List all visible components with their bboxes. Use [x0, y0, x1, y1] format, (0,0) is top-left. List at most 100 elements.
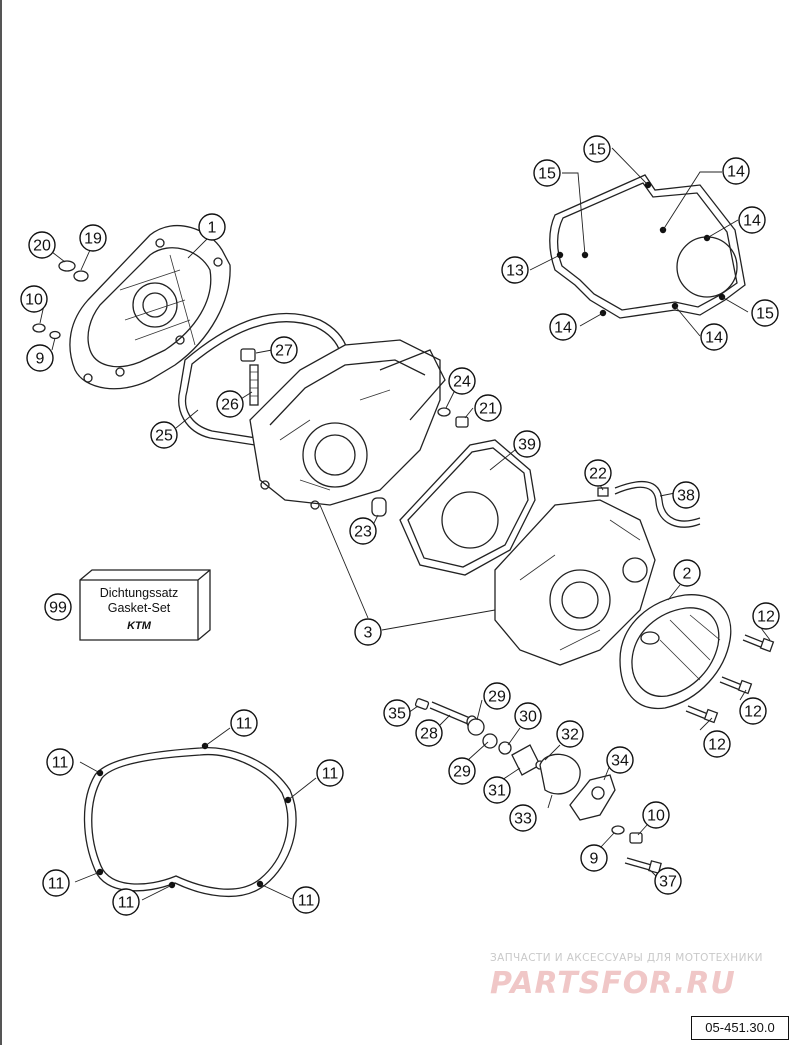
part-clutch-cover	[69, 224, 231, 390]
callout-number: 15	[588, 142, 606, 159]
callout-number: 14	[727, 164, 745, 181]
callout-circle	[354, 618, 382, 646]
callout-circle	[722, 157, 750, 185]
callout-circle	[448, 757, 476, 785]
callout-circle	[150, 421, 178, 449]
callout-33: 33	[509, 804, 537, 832]
callout-10: 10	[642, 801, 670, 829]
callout-14: 14	[549, 313, 577, 341]
callout-circle	[26, 344, 54, 372]
callout-22: 22	[584, 459, 612, 487]
callout-circle	[316, 759, 344, 787]
callout-24: 24	[448, 367, 476, 395]
gasket-set-box: Dichtungssatz Gasket-Set KTM	[79, 569, 211, 641]
callout-15: 15	[533, 159, 561, 187]
callout-circle	[270, 336, 298, 364]
callout-number: 15	[756, 306, 774, 323]
callout-number: 19	[84, 231, 102, 248]
callout-circle	[349, 517, 377, 545]
part-stud-and-nut	[240, 348, 259, 406]
part-breather-hose	[597, 480, 701, 528]
callout-20: 20	[28, 231, 56, 259]
callout-number: 15	[538, 166, 556, 183]
callout-circle	[20, 285, 48, 313]
drawing-code: 05-451.30.0	[691, 1016, 789, 1040]
callout-29: 29	[483, 682, 511, 710]
callout-number: 2	[683, 566, 692, 583]
callout-11: 11	[46, 748, 74, 776]
callout-number: 30	[519, 709, 537, 726]
callout-21: 21	[474, 394, 502, 422]
callout-circle	[752, 602, 780, 630]
callout-circle	[230, 709, 258, 737]
callout-11: 11	[292, 886, 320, 914]
callout-circle	[606, 746, 634, 774]
callout-number: 38	[677, 488, 695, 505]
watermark-tagline: ЗАПЧАСТИ И АКСЕССУАРЫ ДЛЯ МОТОТЕХНИКИ	[490, 952, 763, 964]
callout-12: 12	[752, 602, 780, 630]
callout-29: 29	[448, 757, 476, 785]
watermark-brand: PARTSFOR.RU	[490, 966, 736, 1001]
callout-circle	[216, 390, 244, 418]
callout-circle	[42, 869, 70, 897]
callout-number: 14	[743, 213, 761, 230]
callout-number: 9	[590, 851, 599, 868]
callout-circle	[583, 135, 611, 163]
callout-11: 11	[42, 869, 70, 897]
part-dowel	[371, 497, 387, 517]
callout-13: 13	[501, 256, 529, 284]
callout-circle	[549, 313, 577, 341]
callout-number: 28	[420, 726, 438, 743]
callout-3: 3	[354, 618, 382, 646]
callout-number: 9	[36, 351, 45, 368]
callout-11: 11	[112, 888, 140, 916]
callout-circle	[44, 593, 72, 621]
part-outer-gasket	[83, 742, 297, 897]
callout-number: 29	[488, 689, 506, 706]
callout-11: 11	[230, 709, 258, 737]
callout-number: 11	[298, 893, 315, 910]
callout-circle	[514, 702, 542, 730]
callout-number: 33	[514, 811, 532, 828]
part-crankcase-left	[249, 339, 446, 510]
callout-circle	[383, 699, 411, 727]
callout-circle	[751, 299, 779, 327]
callout-circle	[501, 256, 529, 284]
callout-number: 27	[275, 343, 293, 360]
callout-circle	[580, 844, 608, 872]
callout-1: 1	[198, 213, 226, 241]
callout-31: 31	[483, 776, 511, 804]
part-plug-and-washer	[32, 260, 89, 340]
callout-circle	[112, 888, 140, 916]
callout-99: 99	[44, 593, 72, 621]
callout-14: 14	[700, 323, 728, 351]
callout-circle	[533, 159, 561, 187]
callout-15: 15	[583, 135, 611, 163]
callout-39: 39	[513, 430, 541, 458]
callout-circle	[415, 719, 443, 747]
callout-circle	[292, 886, 320, 914]
callout-14: 14	[738, 206, 766, 234]
callout-number: 11	[322, 766, 339, 783]
callout-number: 11	[52, 755, 69, 772]
part-crankcase-gasket	[399, 439, 536, 576]
callout-number: 3	[364, 625, 373, 642]
callout-circle	[672, 481, 700, 509]
callout-circle	[198, 213, 226, 241]
callout-number: 35	[388, 706, 406, 723]
callout-12: 12	[703, 730, 731, 758]
callout-circle	[509, 804, 537, 832]
callout-37: 37	[654, 867, 682, 895]
callout-circle	[483, 682, 511, 710]
callout-32: 32	[556, 720, 584, 748]
callout-11: 11	[316, 759, 344, 787]
gasket-box-line1: Dichtungssatz	[100, 586, 179, 600]
callout-number: 21	[479, 401, 497, 418]
callout-circle	[739, 697, 767, 725]
part-washer-and-bolt	[437, 407, 469, 428]
callout-26: 26	[216, 390, 244, 418]
callout-circle	[513, 430, 541, 458]
part-crankcase-right	[494, 499, 656, 666]
callout-circle	[700, 323, 728, 351]
